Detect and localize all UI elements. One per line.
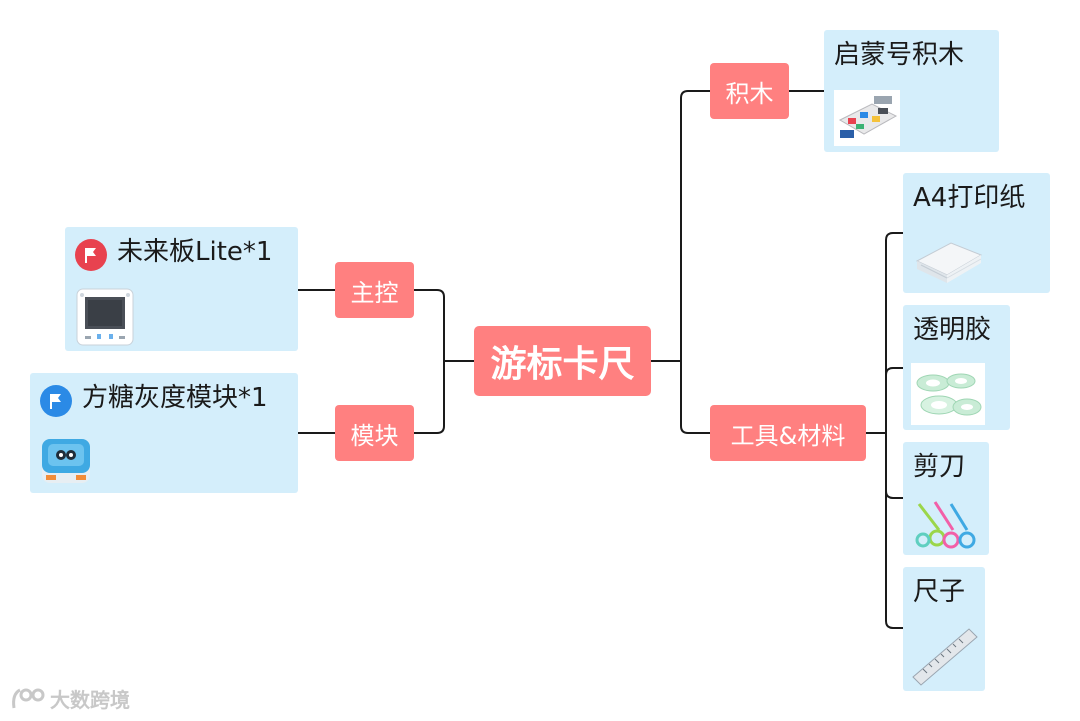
- leaf-title: 剪刀: [913, 452, 966, 482]
- root-node[interactable]: 游标卡尺: [474, 326, 651, 396]
- branch-module[interactable]: 模块: [335, 405, 414, 461]
- branch-blocks[interactable]: 积木: [710, 63, 789, 119]
- branch-main-control[interactable]: 主控: [335, 262, 414, 318]
- sugar-module-image: [42, 439, 90, 483]
- leaf-future-board[interactable]: 未来板Lite*1: [65, 227, 298, 351]
- leaf-sugar-module[interactable]: 方糖灰度模块*1: [30, 373, 298, 493]
- leaf-title: 启蒙号积木: [834, 40, 965, 70]
- leaf-tape[interactable]: 透明胶: [903, 305, 1010, 430]
- future-board-image: [76, 288, 134, 346]
- branch-tools-materials[interactable]: 工具&材料: [710, 405, 866, 461]
- scissors-image: [915, 501, 976, 549]
- ruler-image: [912, 628, 978, 686]
- leaf-ruler[interactable]: 尺子: [903, 567, 985, 691]
- leaf-a4-paper[interactable]: A4打印纸: [903, 173, 1050, 293]
- tape-rolls-image: [911, 363, 985, 425]
- paper-stack-image: [915, 242, 983, 283]
- leaf-title: A4打印纸: [913, 183, 1026, 213]
- leaf-title: 透明胶: [913, 315, 992, 345]
- leaf-title: 方糖灰度模块*1: [82, 383, 268, 413]
- leaf-blocks-kit[interactable]: 启蒙号积木: [824, 30, 999, 152]
- watermark-text: 大数跨境: [50, 688, 130, 712]
- building-blocks-image: [834, 90, 900, 146]
- blue-flag-icon: [40, 385, 72, 417]
- leaf-title: 未来板Lite*1: [117, 237, 273, 267]
- watermark: 大数跨境: [10, 684, 130, 713]
- red-flag-icon: [75, 239, 107, 271]
- leaf-title: 尺子: [913, 577, 966, 607]
- logo-icon: [12, 688, 45, 708]
- leaf-scissors[interactable]: 剪刀: [903, 442, 989, 555]
